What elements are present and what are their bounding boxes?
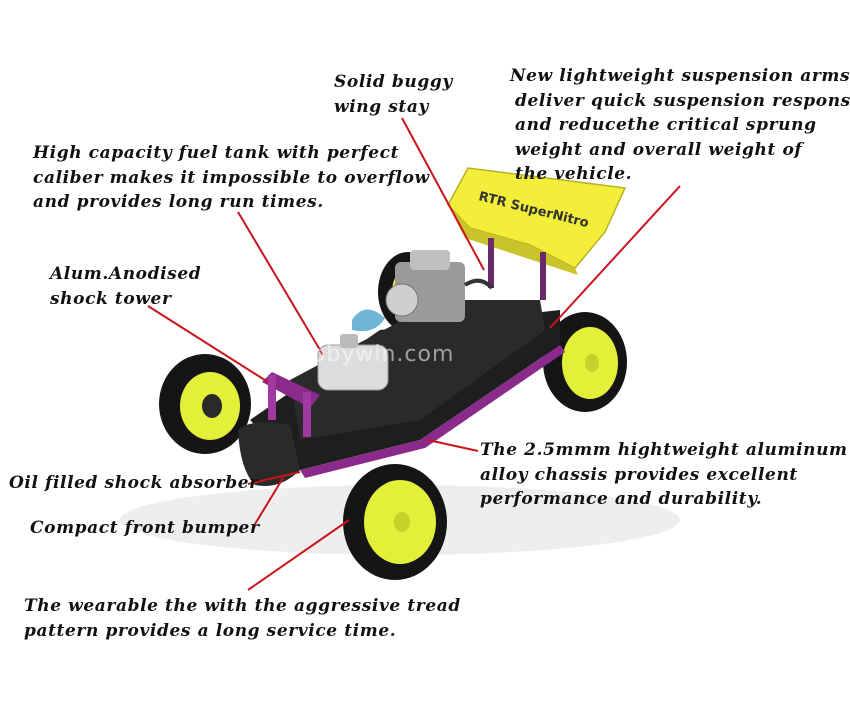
front-left-wheel bbox=[159, 354, 251, 454]
chassis bbox=[250, 300, 565, 478]
label-shock-absorber: Oil filled shock absorber bbox=[9, 473, 259, 493]
rear-wing: RTR SuperNitro bbox=[447, 167, 627, 300]
front-bumper bbox=[238, 422, 300, 486]
label-shock-tower: Alum.Anodised shock tower bbox=[50, 264, 202, 309]
label-chassis: The 2.5mmm hightweight aluminum alloy ch… bbox=[480, 440, 848, 509]
fuel-tank bbox=[317, 334, 389, 391]
leader-front-bumper bbox=[254, 477, 284, 525]
leader-suspension-arms bbox=[549, 185, 681, 329]
leader-shock-tower bbox=[147, 305, 269, 383]
leader-fuel-tank bbox=[237, 211, 324, 356]
leader-shock-absorber bbox=[247, 471, 301, 485]
rear-right-wheel bbox=[543, 312, 627, 412]
engine bbox=[385, 250, 494, 322]
receiver-part bbox=[352, 309, 385, 332]
leader-lines bbox=[147, 117, 681, 591]
leader-chassis bbox=[427, 439, 479, 452]
front-right-wheel bbox=[343, 464, 447, 580]
shock-tower bbox=[262, 372, 320, 437]
leader-tire bbox=[247, 519, 350, 591]
label-wing-stay: Solid buggy wing stay bbox=[334, 72, 453, 117]
leader-wing-stay bbox=[401, 117, 485, 271]
label-fuel-tank: High capacity fuel tank with perfect cal… bbox=[33, 143, 430, 212]
watermark: hobbywin.com bbox=[282, 342, 455, 367]
label-front-bumper: Compact front bumper bbox=[30, 518, 260, 538]
label-tire: The wearable the with the aggressive tre… bbox=[24, 596, 461, 641]
label-suspension-arms: New lightweight suspension arms deliver … bbox=[510, 66, 850, 184]
